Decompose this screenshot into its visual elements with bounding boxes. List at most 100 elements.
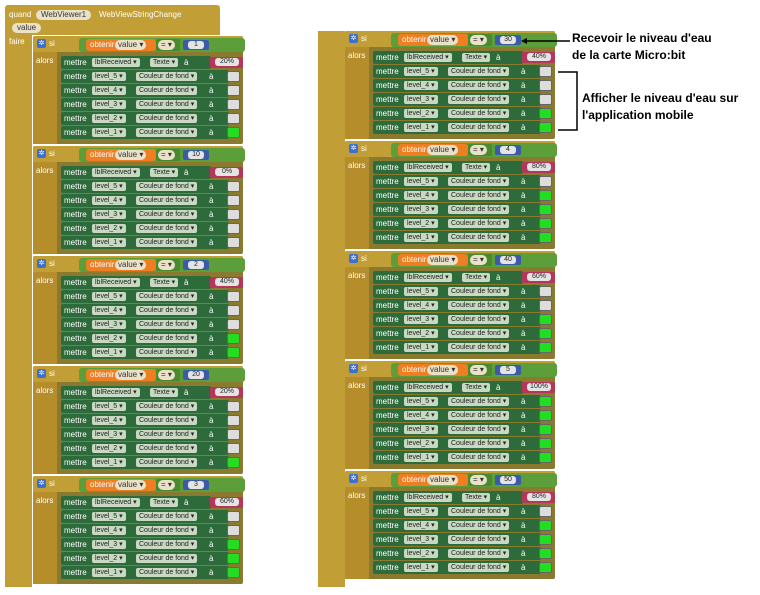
level-dropdown[interactable]: level_5 ▾ (404, 67, 438, 76)
level-dropdown[interactable]: level_4 ▾ (404, 521, 438, 530)
bg-color-dropdown[interactable]: Couleur de fond ▾ (136, 114, 198, 123)
event-handler-block[interactable] (5, 5, 32, 587)
bg-color-dropdown[interactable]: Couleur de fond ▾ (448, 123, 510, 132)
component-dropdown[interactable]: lblReceived ▾ (92, 498, 140, 507)
compare-value[interactable]: 40 (500, 256, 516, 264)
color-swatch[interactable] (227, 305, 240, 316)
text-value[interactable]: 20% (215, 58, 239, 66)
bg-color-dropdown[interactable]: Couleur de fond ▾ (136, 334, 198, 343)
level-dropdown[interactable]: level_2 ▾ (92, 444, 126, 453)
param-dropdown[interactable]: value ▾ (115, 40, 147, 50)
level-dropdown[interactable]: level_5 ▾ (404, 507, 438, 516)
level-dropdown[interactable]: level_5 ▾ (92, 72, 126, 81)
bg-color-dropdown[interactable]: Couleur de fond ▾ (448, 453, 510, 462)
param-dropdown[interactable]: value ▾ (427, 255, 459, 265)
color-swatch[interactable] (539, 424, 552, 435)
level-dropdown[interactable]: level_1 ▾ (404, 123, 438, 132)
color-swatch[interactable] (227, 127, 240, 138)
property-dropdown[interactable]: Texte ▾ (462, 383, 491, 392)
param-dropdown[interactable]: value ▾ (427, 35, 459, 45)
bg-color-dropdown[interactable]: Couleur de fond ▾ (448, 343, 510, 352)
bg-color-dropdown[interactable]: Couleur de fond ▾ (136, 306, 198, 315)
color-swatch[interactable] (227, 401, 240, 412)
bg-color-dropdown[interactable]: Couleur de fond ▾ (448, 177, 510, 186)
bg-color-dropdown[interactable]: Couleur de fond ▾ (448, 563, 510, 572)
level-dropdown[interactable]: level_2 ▾ (92, 554, 126, 563)
level-dropdown[interactable]: level_3 ▾ (404, 95, 438, 104)
bg-color-dropdown[interactable]: Couleur de fond ▾ (136, 238, 198, 247)
bg-color-dropdown[interactable]: Couleur de fond ▾ (448, 411, 510, 420)
component-dropdown[interactable]: lblReceived ▾ (92, 58, 140, 67)
color-swatch[interactable] (539, 218, 552, 229)
mutator-gear-icon[interactable]: ✲ (37, 149, 46, 158)
mutator-gear-icon[interactable]: ✲ (37, 39, 46, 48)
level-dropdown[interactable]: level_3 ▾ (404, 205, 438, 214)
param-dropdown[interactable]: value ▾ (115, 260, 147, 270)
color-swatch[interactable] (227, 457, 240, 468)
color-swatch[interactable] (539, 410, 552, 421)
color-swatch[interactable] (539, 506, 552, 517)
text-value[interactable]: 40% (527, 53, 551, 61)
level-dropdown[interactable]: level_3 ▾ (92, 320, 126, 329)
color-swatch[interactable] (539, 66, 552, 77)
level-dropdown[interactable]: level_5 ▾ (404, 177, 438, 186)
mutator-gear-icon[interactable]: ✲ (37, 259, 46, 268)
bg-color-dropdown[interactable]: Couleur de fond ▾ (448, 439, 510, 448)
property-dropdown[interactable]: Texte ▾ (150, 388, 179, 397)
level-dropdown[interactable]: level_2 ▾ (92, 224, 126, 233)
color-swatch[interactable] (227, 291, 240, 302)
bg-color-dropdown[interactable]: Couleur de fond ▾ (136, 128, 198, 137)
property-dropdown[interactable]: Texte ▾ (462, 163, 491, 172)
level-dropdown[interactable]: level_3 ▾ (92, 100, 126, 109)
level-dropdown[interactable]: level_4 ▾ (92, 306, 126, 315)
level-dropdown[interactable]: level_1 ▾ (92, 458, 126, 467)
component-dropdown[interactable]: lblReceived ▾ (404, 163, 452, 172)
color-swatch[interactable] (227, 223, 240, 234)
bg-color-dropdown[interactable]: Couleur de fond ▾ (448, 95, 510, 104)
bg-color-dropdown[interactable]: Couleur de fond ▾ (136, 402, 198, 411)
color-swatch[interactable] (227, 181, 240, 192)
level-dropdown[interactable]: level_1 ▾ (92, 128, 126, 137)
component-dropdown[interactable]: lblReceived ▾ (404, 383, 452, 392)
bg-color-dropdown[interactable]: Couleur de fond ▾ (448, 425, 510, 434)
color-swatch[interactable] (539, 548, 552, 559)
color-swatch[interactable] (539, 438, 552, 449)
mutator-gear-icon[interactable]: ✲ (37, 369, 46, 378)
level-dropdown[interactable]: level_5 ▾ (92, 512, 126, 521)
eq-dropdown[interactable]: = ▾ (158, 150, 175, 160)
level-dropdown[interactable]: level_1 ▾ (404, 233, 438, 242)
bg-color-dropdown[interactable]: Couleur de fond ▾ (136, 72, 198, 81)
text-value[interactable]: 80% (527, 493, 551, 501)
property-dropdown[interactable]: Texte ▾ (462, 53, 491, 62)
bg-color-dropdown[interactable]: Couleur de fond ▾ (136, 224, 198, 233)
level-dropdown[interactable]: level_5 ▾ (404, 397, 438, 406)
param-dropdown[interactable]: value ▾ (427, 365, 459, 375)
level-dropdown[interactable]: level_3 ▾ (404, 315, 438, 324)
level-dropdown[interactable]: level_4 ▾ (92, 86, 126, 95)
bg-color-dropdown[interactable]: Couleur de fond ▾ (448, 205, 510, 214)
level-dropdown[interactable]: level_4 ▾ (92, 196, 126, 205)
bg-color-dropdown[interactable]: Couleur de fond ▾ (448, 109, 510, 118)
compare-value[interactable]: 50 (500, 476, 516, 484)
color-swatch[interactable] (227, 195, 240, 206)
eq-dropdown[interactable]: = ▾ (158, 260, 175, 270)
property-dropdown[interactable]: Texte ▾ (150, 168, 179, 177)
bg-color-dropdown[interactable]: Couleur de fond ▾ (136, 416, 198, 425)
level-dropdown[interactable]: level_1 ▾ (404, 343, 438, 352)
color-swatch[interactable] (227, 319, 240, 330)
color-swatch[interactable] (539, 190, 552, 201)
color-swatch[interactable] (227, 567, 240, 578)
mutator-gear-icon[interactable]: ✲ (349, 144, 358, 153)
level-dropdown[interactable]: level_1 ▾ (92, 348, 126, 357)
component-dropdown[interactable]: lblReceived ▾ (404, 493, 452, 502)
color-swatch[interactable] (539, 80, 552, 91)
component-dropdown[interactable]: lblReceived ▾ (404, 53, 452, 62)
component-dropdown[interactable]: lblReceived ▾ (404, 273, 452, 282)
param-dropdown[interactable]: value ▾ (427, 145, 459, 155)
color-swatch[interactable] (539, 232, 552, 243)
text-value[interactable]: 0% (215, 168, 239, 176)
color-swatch[interactable] (227, 85, 240, 96)
level-dropdown[interactable]: level_5 ▾ (404, 287, 438, 296)
eq-dropdown[interactable]: = ▾ (470, 255, 487, 265)
level-dropdown[interactable]: level_3 ▾ (92, 540, 126, 549)
